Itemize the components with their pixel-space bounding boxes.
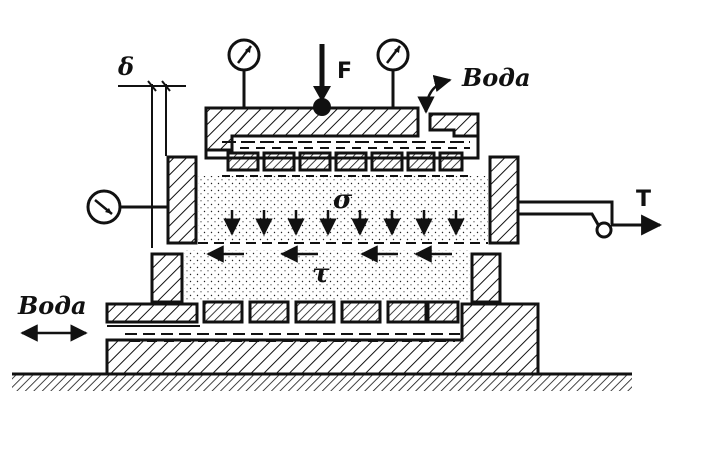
- base-block: [105, 302, 540, 376]
- shear-stress-label: τ: [312, 259, 330, 289]
- gap-dimension: [118, 80, 186, 248]
- shear-force-label: T: [636, 187, 651, 212]
- upper-ring-right-wall: [488, 155, 520, 245]
- water-inlet-arrow: [417, 74, 452, 114]
- normal-force-arrow: [313, 44, 331, 116]
- gap-label: δ: [117, 52, 134, 81]
- lower-porous-stones: [202, 300, 460, 324]
- lower-frame-plate: [105, 302, 200, 327]
- upper-ring-left-wall: [166, 155, 198, 245]
- force-label: F: [337, 59, 352, 84]
- upper-porous-stones: [222, 151, 470, 177]
- water-left-label: Вода: [17, 291, 87, 320]
- lower-ring-left-wall: [150, 252, 184, 304]
- normal-stress-label: σ: [333, 185, 353, 215]
- water-top-label: Вода: [461, 63, 531, 92]
- ground: [12, 372, 632, 391]
- normal-stress-arrows: [223, 210, 465, 236]
- soil-sample: [184, 176, 488, 300]
- dial-gauge-right-icon: [376, 38, 410, 108]
- lower-ring-right-wall: [470, 252, 502, 304]
- dial-gauge-left-icon: [227, 38, 261, 108]
- dial-gauge-side-icon: [86, 189, 168, 225]
- shear-force-linkage: [518, 200, 614, 239]
- loading-piston: [204, 106, 480, 160]
